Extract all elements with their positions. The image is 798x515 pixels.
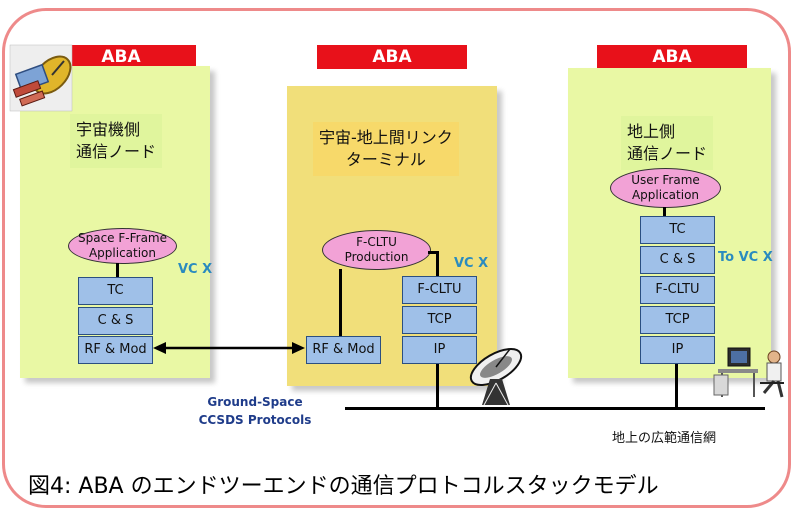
middle-app-stack-link — [428, 251, 439, 254]
right-tc-layer: TC — [640, 216, 715, 244]
space-frame-application: Space F-Frame Application — [68, 228, 177, 264]
left-rf-mod-layer: RF & Mod — [78, 336, 153, 364]
vcx-label-left: VC X — [178, 262, 213, 277]
ground-node-title: 地上側 通信ノード — [621, 116, 714, 170]
middle-ip-layer: IP — [402, 336, 477, 364]
rounded-frame — [2, 8, 791, 508]
middle-ip-to-network — [436, 364, 439, 409]
user-frame-application: User Frame Application — [610, 168, 721, 208]
satellite-icon — [9, 44, 73, 112]
dish-antenna-icon — [469, 348, 523, 406]
left-app-connector — [116, 263, 119, 277]
right-f-cltu-layer: F-CLTU — [640, 276, 715, 304]
middle-rf-mod-layer: RF & Mod — [306, 336, 381, 364]
ground-network-line — [345, 407, 765, 410]
workstation-user-icon — [713, 347, 784, 398]
right-cs-layer: C & S — [640, 246, 715, 274]
aba-label-right: ABA — [597, 45, 747, 69]
ground-space-protocols-label: Ground-Space CCSDS Protocols — [198, 395, 312, 427]
aba-label-middle: ABA — [317, 45, 467, 69]
vcx-label-middle: VC X — [454, 256, 489, 271]
middle-left-connector — [339, 269, 342, 336]
rf-link-arrow — [153, 342, 305, 354]
left-tc-layer: TC — [78, 277, 153, 305]
spacecraft-node-title: 宇宙機側 通信ノード — [70, 114, 163, 168]
link-terminal-title: 宇宙-地上間リンク ターミナル — [313, 122, 459, 176]
middle-right-connector — [436, 252, 439, 276]
right-ip-layer: IP — [640, 336, 715, 364]
right-ip-to-network — [675, 364, 678, 409]
middle-tcp-layer: TCP — [402, 306, 477, 334]
right-tcp-layer: TCP — [640, 306, 715, 334]
left-cs-layer: C & S — [78, 307, 153, 335]
right-app-connector — [663, 207, 666, 217]
f-cltu-production: F-CLTU Production — [322, 230, 431, 270]
middle-f-cltu-layer: F-CLTU — [402, 276, 477, 304]
figure-caption: 図4: ABA のエンドツーエンドの通信プロトコルスタックモデル — [28, 474, 659, 499]
vcx-label-right: To VC X — [718, 250, 773, 265]
ground-network-label: 地上の広範通信網 — [612, 431, 717, 446]
